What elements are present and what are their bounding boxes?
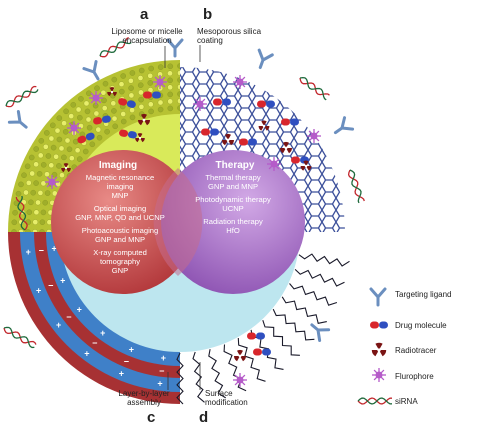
helix-icon — [5, 85, 39, 108]
legend-icons — [358, 289, 392, 404]
helix-icon — [347, 169, 364, 203]
svg-text:−: − — [124, 356, 129, 366]
capsule-icon — [213, 99, 231, 106]
svg-text:−: − — [66, 312, 71, 322]
svg-text:+: + — [100, 328, 105, 338]
star-burst-icon — [233, 75, 247, 89]
svg-text:+: + — [36, 286, 41, 296]
y-ligand-icon — [331, 118, 352, 139]
therapy-title: Therapy — [216, 160, 255, 171]
core-text-line: X-ray computed — [93, 248, 147, 257]
capsule-icon — [143, 92, 161, 99]
helix-icon — [2, 325, 36, 348]
core-text-line: Photoacoustic imaging — [82, 226, 158, 235]
core-text-line: HfO — [226, 226, 240, 235]
core-text-line: GNP — [112, 266, 128, 275]
star-burst-icon — [372, 368, 386, 382]
capsule-icon — [201, 129, 219, 136]
star-burst-icon — [233, 373, 247, 387]
legend-targeting-ligand: Targeting ligand — [395, 290, 451, 299]
core-text-line: imaging — [107, 182, 134, 191]
core-text-line: MNP — [112, 191, 129, 200]
panel-letter-a: a — [140, 6, 148, 23]
legend-drug-molecule: Drug molecule — [395, 321, 447, 330]
svg-text:+: + — [26, 247, 31, 257]
svg-text:+: + — [56, 320, 61, 330]
capsule-icon — [239, 139, 257, 146]
core-text-line: GNP, MNP, QD and UCNP — [75, 213, 165, 222]
core-text-line: Radiation therapy — [203, 217, 263, 226]
core-text-line: GNP and MNP — [208, 182, 258, 191]
panel-label-a: Liposome or micelle encapsulation — [104, 27, 190, 45]
panel-label-d: Surface modification — [205, 389, 265, 407]
capsule-icon — [281, 119, 299, 126]
svg-text:−: − — [159, 366, 164, 376]
core-text-line: Optical imaging — [94, 204, 146, 213]
imaging-title: Imaging — [99, 160, 137, 171]
legend-radiotracer: Radiotracer — [395, 346, 436, 355]
svg-text:−: − — [92, 338, 97, 348]
panel-letter-b: b — [203, 6, 212, 23]
svg-text:+: + — [84, 348, 89, 358]
star-burst-icon — [153, 75, 167, 89]
svg-text:+: + — [161, 353, 166, 363]
svg-text:+: + — [157, 379, 162, 389]
legend-sirna: siRNA — [395, 397, 418, 406]
core-text-line: GNP and MNP — [95, 235, 145, 244]
panel-letter-d: d — [199, 409, 208, 426]
core-text-line: Photodynamic therapy — [195, 195, 271, 204]
core-text-line: Thermal therapy — [205, 173, 260, 182]
star-burst-icon — [307, 129, 321, 143]
legend-flurophore: Flurophore — [395, 372, 434, 381]
capsule-icon — [257, 101, 275, 108]
svg-text:+: + — [119, 368, 124, 378]
core-text-line: tomography — [100, 257, 140, 266]
svg-text:−: − — [39, 245, 44, 255]
y-ligand-icon — [254, 50, 273, 70]
y-ligand-icon — [371, 289, 385, 305]
helix-icon — [298, 76, 329, 100]
radiation-icon — [372, 343, 386, 356]
svg-text:−: − — [48, 281, 53, 291]
svg-text:+: + — [77, 304, 82, 314]
capsule-icon — [370, 322, 388, 329]
core-text-line: Magnetic resonance — [86, 173, 154, 182]
capsule-icon — [247, 333, 265, 340]
svg-text:+: + — [129, 344, 134, 354]
svg-text:+: + — [60, 276, 65, 286]
capsule-icon — [253, 349, 271, 356]
helix-icon — [358, 398, 392, 404]
panel-label-c: Layer-by-layer assembly — [116, 389, 172, 407]
radiation-icon — [234, 350, 246, 361]
core-text-line: UCNP — [222, 204, 244, 213]
star-burst-icon — [267, 157, 281, 171]
panel-label-b: Mesoporous silica coating — [197, 27, 269, 45]
star-burst-icon — [193, 97, 207, 111]
y-ligand-icon — [9, 111, 30, 132]
panel-letter-c: c — [147, 409, 155, 426]
star-burst-icon — [45, 175, 59, 189]
